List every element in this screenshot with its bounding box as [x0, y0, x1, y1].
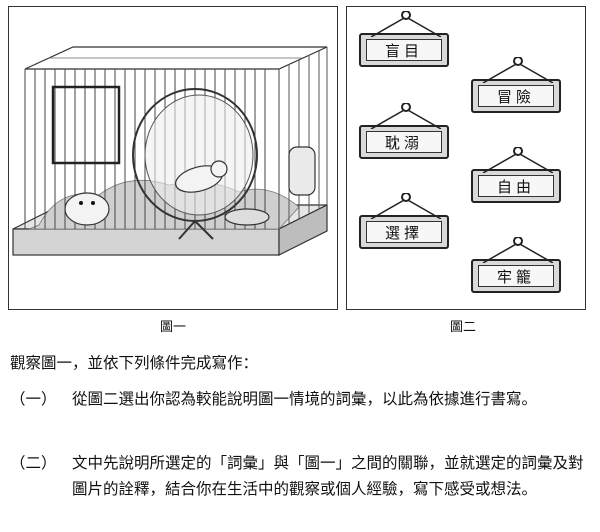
- vocab-sign: 耽溺: [359, 103, 449, 159]
- vocab-sign-label: 選擇: [366, 221, 442, 243]
- instruction-item-text: 文中先說明所選定的「詞彙」與「圖一」之間的關聯，並就選定的詞彙及對圖片的詮釋，結…: [72, 454, 584, 498]
- sign-string: [482, 147, 554, 173]
- vocab-sign: 盲目: [359, 11, 449, 67]
- vocab-sign-label: 自由: [478, 175, 554, 197]
- vocab-sign: 牢籠: [471, 237, 561, 293]
- vocab-sign-label: 耽溺: [366, 131, 442, 153]
- vocab-sign-label: 牢籠: [478, 265, 554, 287]
- instructions-intro: 觀察圖一，並依下列條件完成寫作：: [10, 354, 259, 372]
- sign-string: [370, 103, 442, 129]
- figure-1-caption: 圖一: [160, 320, 187, 335]
- sign-string: [370, 193, 442, 219]
- sign-string: [482, 57, 554, 83]
- hamster-cage-illustration: [12, 46, 328, 256]
- vocab-sign: 冒險: [471, 57, 561, 113]
- vocab-sign: 選擇: [359, 193, 449, 249]
- sign-string: [482, 237, 554, 263]
- figure-2-caption: 圖二: [450, 320, 477, 335]
- vocab-sign: 自由: [471, 147, 561, 203]
- sign-string: [370, 11, 442, 37]
- instruction-item-number: （一）: [10, 390, 57, 408]
- figure-1-frame: [8, 6, 338, 310]
- instruction-item-number: （二）: [10, 454, 57, 472]
- vocab-sign-label: 盲目: [366, 39, 442, 61]
- vocab-sign-label: 冒險: [478, 85, 554, 107]
- figure-2-frame: 盲目 冒險 耽溺 自由 選擇 牢籠: [346, 6, 586, 310]
- instruction-item-text: 從圖二選出你認為較能說明圖一情境的詞彙，以此為依據進行書寫。: [72, 390, 538, 408]
